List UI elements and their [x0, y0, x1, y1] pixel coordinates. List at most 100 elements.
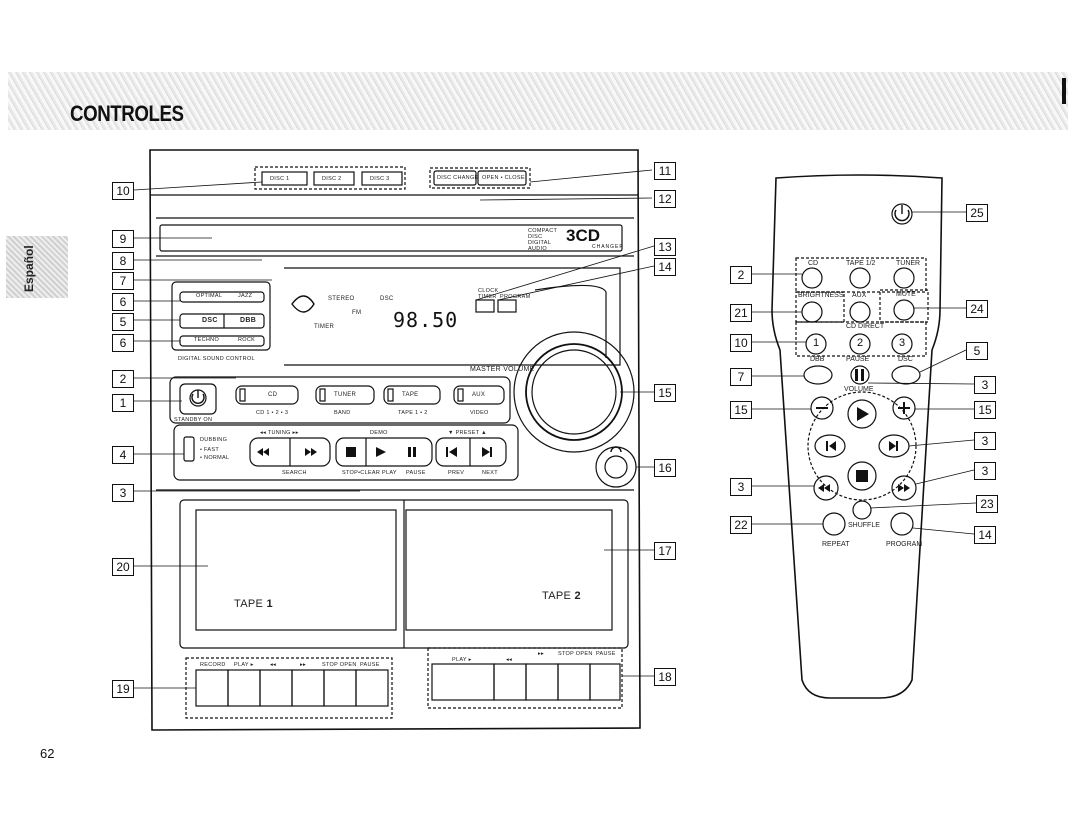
- remote-prev-button[interactable]: [815, 435, 845, 457]
- remote-digit-1[interactable]: 1: [812, 337, 820, 349]
- remote-shuffle-button[interactable]: [853, 501, 871, 519]
- tape1-play[interactable]: PLAY ▸: [234, 662, 254, 668]
- tape1-stop-open[interactable]: STOP OPEN: [322, 662, 357, 668]
- changer-logo: CHANGER: [592, 244, 625, 250]
- pause-label: PAUSE: [406, 470, 426, 476]
- remote-dsc-label: DSC: [898, 356, 913, 363]
- callout-remote-3: 3: [730, 478, 752, 496]
- remote-aux-button[interactable]: [850, 302, 870, 322]
- clock-label: CLOCK: [478, 288, 499, 294]
- remote-digit-3[interactable]: 3: [898, 337, 906, 349]
- video-label: VIDEO: [470, 410, 489, 416]
- remote-rewind-button[interactable]: [814, 476, 838, 500]
- dsc-indicator: DSC: [380, 296, 394, 302]
- tape2-forward[interactable]: ▸▸: [538, 651, 545, 657]
- search-label: SEARCH: [282, 470, 307, 476]
- page-title: CONTROLES: [70, 101, 184, 126]
- callout-7: 7: [112, 272, 134, 290]
- tape1-record[interactable]: RECORD: [200, 662, 226, 668]
- 3cd-logo: 3CD: [566, 226, 601, 245]
- callout-15: 15: [654, 384, 676, 402]
- remote-cd-button[interactable]: [802, 268, 822, 288]
- callout-13: 13: [654, 238, 676, 256]
- remote-tuner-button[interactable]: [894, 268, 914, 288]
- page-number: 62: [40, 746, 55, 761]
- program-label: PROGRAM: [500, 294, 531, 300]
- banner-end-bar: [1062, 78, 1066, 104]
- callout-remote-5: 5: [966, 342, 988, 360]
- language-tab: [6, 236, 68, 298]
- techno-label: TECHNO: [194, 337, 220, 343]
- aux-button[interactable]: AUX: [472, 392, 486, 398]
- remote-dbb-button[interactable]: [804, 366, 832, 384]
- remote-repeat-button[interactable]: [823, 513, 845, 535]
- cd-sub-label: CD 1 • 2 • 3: [256, 410, 289, 416]
- callout-remote-23: 23: [976, 495, 998, 513]
- tape2-play[interactable]: PLAY ▸: [452, 657, 472, 663]
- tape-button[interactable]: TAPE: [402, 392, 419, 398]
- remote-stop-button[interactable]: [848, 462, 876, 490]
- disc1-label[interactable]: DISC 1: [270, 176, 290, 182]
- callout-remote-3a: 3: [974, 376, 996, 394]
- remote-digit-2[interactable]: 2: [856, 337, 864, 349]
- rock-label: ROCK: [238, 337, 256, 343]
- remote-power-button[interactable]: [892, 204, 912, 224]
- tape1-label: TAPE 1: [234, 598, 273, 610]
- remote-play-button[interactable]: [848, 400, 876, 428]
- cd-button[interactable]: CD: [268, 392, 278, 398]
- callout-18: 18: [654, 668, 676, 686]
- fm-indicator: FM: [352, 310, 362, 316]
- callout-19: 19: [112, 680, 134, 698]
- tape1-rewind[interactable]: ◂◂: [270, 662, 277, 668]
- remote-pause-button[interactable]: [851, 366, 869, 384]
- callout-remote-15b: 15: [974, 401, 996, 419]
- dubbing-normal: • NORMAL: [200, 455, 230, 461]
- remote-volume-down-button[interactable]: [811, 397, 833, 419]
- remote-program-button[interactable]: [891, 513, 913, 535]
- callout-remote-21: 21: [730, 304, 752, 322]
- callout-remote-24: 24: [966, 300, 988, 318]
- dsc-button[interactable]: DSC: [202, 317, 218, 324]
- callout-remote-2: 2: [730, 266, 752, 284]
- remote-volume-up-button[interactable]: [893, 397, 915, 419]
- tape2-stop-open[interactable]: STOP OPEN: [558, 651, 593, 657]
- dbb-button[interactable]: DBB: [240, 317, 257, 324]
- callout-3: 3: [112, 484, 134, 502]
- tape1-pause[interactable]: PAUSE: [360, 662, 380, 668]
- demo-label: DEMO: [370, 430, 388, 436]
- tape1-forward[interactable]: ▸▸: [300, 662, 307, 668]
- compact-disc-logo: COMPACT DISC DIGITAL AUDIO: [528, 228, 558, 252]
- remote-forward-button[interactable]: [892, 476, 916, 500]
- disc3-label[interactable]: DISC 3: [370, 176, 390, 182]
- remote-brightness-button[interactable]: [802, 302, 822, 322]
- callout-16: 16: [654, 459, 676, 477]
- remote-brightness-label: BRIGHTNESS: [798, 292, 844, 299]
- tape2-pause[interactable]: PAUSE: [596, 651, 616, 657]
- open-close-label[interactable]: OPEN • CLOSE: [482, 175, 525, 181]
- remote-next-button[interactable]: [879, 435, 909, 457]
- disc2-label[interactable]: DISC 2: [322, 176, 342, 182]
- play-label: PLAY: [382, 470, 397, 476]
- callout-11: 11: [654, 162, 676, 180]
- remote-dbb-label: DBB: [810, 356, 825, 363]
- tape2-rewind[interactable]: ◂◂: [506, 657, 513, 663]
- remote-tape-label: TAPE 1/2: [846, 260, 876, 267]
- clock-timer-label: TIMER: [478, 294, 497, 300]
- disc-change-label[interactable]: DISC CHANGE: [437, 175, 479, 181]
- remote-dsc-button[interactable]: [892, 366, 920, 384]
- callout-remote-15: 15: [730, 401, 752, 419]
- remote-repeat-label: REPEAT: [822, 541, 850, 548]
- remote-pause-label: PAUSE: [846, 356, 870, 363]
- remote-shuffle-label: SHUFFLE: [848, 522, 880, 529]
- remote-mute-button[interactable]: [894, 300, 914, 320]
- remote-tape-button[interactable]: [850, 268, 870, 288]
- timer-indicator: TIMER: [314, 324, 335, 330]
- callout-4: 4: [112, 446, 134, 464]
- tuner-button[interactable]: TUNER: [334, 392, 357, 398]
- remote-cd-direct-label: CD DIRECT: [846, 323, 885, 330]
- callout-remote-25: 25: [966, 204, 988, 222]
- callout-5: 5: [112, 313, 134, 331]
- stereo-indicator: STEREO: [328, 296, 355, 302]
- callout-remote-7: 7: [730, 368, 752, 386]
- stop-clear-label: STOP•CLEAR: [342, 470, 381, 476]
